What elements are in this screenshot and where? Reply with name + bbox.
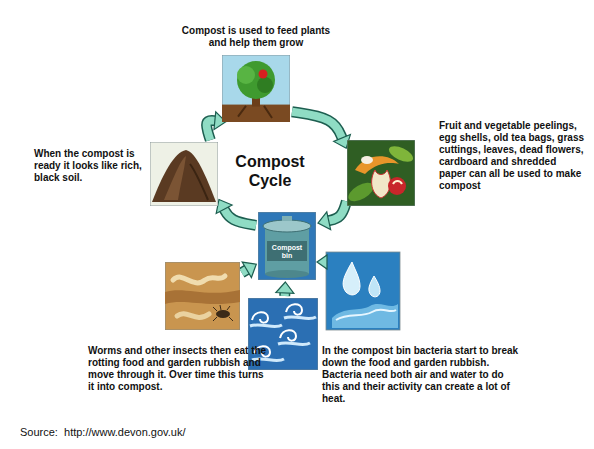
arrow-outline (292, 112, 342, 139)
node-illustration (222, 55, 290, 122)
cycle-arrow (292, 112, 350, 148)
arrow-head (242, 262, 256, 277)
node-illustration (150, 142, 218, 206)
arrow-outline (328, 201, 347, 221)
bin-label: Compost bin (268, 244, 306, 260)
scraps-picture: Fruit and vegetable peelings, egg shells… (347, 140, 415, 206)
tree-picture: Compost is used to feed plants and help … (222, 55, 290, 122)
arrow-body (292, 112, 342, 139)
cycle-arrow (276, 282, 294, 296)
step-caption: Fruit and vegetable peelings, egg shells… (439, 120, 585, 192)
arrow-outline (224, 208, 256, 225)
step-caption: Worms and other insects then eat the rot… (88, 345, 268, 393)
cycle-arrow (318, 201, 346, 229)
arrow-body (328, 201, 347, 221)
source-note: Source: http://www.devon.gov.uk/ (20, 426, 186, 438)
node-illustration (347, 140, 415, 206)
arrow-head (216, 200, 232, 214)
arrow-body (224, 208, 256, 225)
cycle-arrow (242, 262, 257, 277)
node-illustration (165, 262, 240, 330)
step-caption: Compost is used to feed plants and help … (181, 25, 331, 49)
soil-picture: When the compost is ready it looks like … (150, 142, 218, 206)
compost-bin: Compost bin (258, 212, 316, 280)
water-picture (326, 252, 400, 330)
arrow-head (318, 212, 331, 230)
worms-picture: Worms and other insects then eat the rot… (165, 262, 240, 330)
diagram-title: Compost Cycle (222, 152, 318, 190)
step-caption: In the compost bin bacteria start to bre… (322, 345, 522, 405)
step-caption: When the compost is ready it looks like … (34, 148, 146, 184)
water-arrow (317, 255, 327, 269)
cycle-arrow (216, 200, 256, 226)
arrow-head (276, 282, 294, 293)
